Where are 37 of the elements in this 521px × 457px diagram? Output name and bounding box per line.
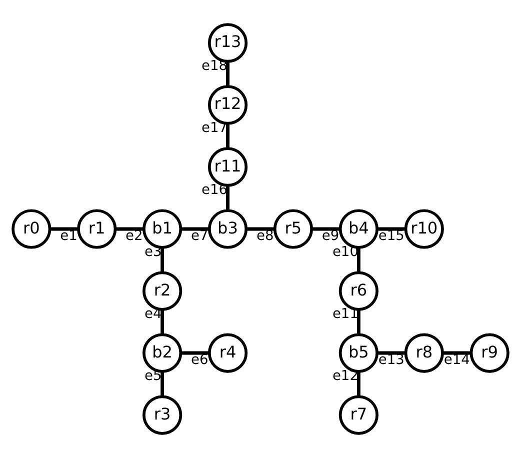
connector — [442, 350, 472, 354]
node-circle: b2 — [142, 332, 182, 372]
node-circle: r9 — [470, 332, 510, 372]
connector — [226, 184, 230, 210]
connector — [312, 226, 340, 230]
connector — [356, 370, 360, 396]
node-circle: r1 — [77, 208, 117, 248]
connector — [226, 60, 230, 86]
node-circle: r7 — [338, 394, 378, 434]
connector — [226, 122, 230, 148]
node-circle: r3 — [142, 394, 182, 434]
edge-label: e6 — [191, 352, 208, 368]
node-circle: r0 — [12, 208, 52, 248]
connector — [356, 246, 360, 272]
connector — [377, 226, 406, 230]
connector — [180, 350, 210, 354]
node-circle: b3 — [208, 208, 248, 248]
edge-label: e2 — [126, 228, 143, 244]
connector — [160, 308, 164, 334]
edge-label: e14 — [444, 352, 470, 368]
connector — [160, 370, 164, 396]
connector — [160, 246, 164, 272]
connector — [180, 226, 210, 230]
node-circle: b1 — [142, 208, 182, 248]
connector — [377, 350, 406, 354]
node-circle: r8 — [404, 332, 444, 372]
edge-label: e9 — [322, 228, 340, 244]
node-circle: r2 — [142, 270, 182, 310]
connector — [115, 226, 144, 230]
edge-label: e8 — [256, 228, 274, 244]
edge-label: e1 — [60, 228, 78, 244]
connector — [356, 308, 360, 334]
node-circle: r4 — [208, 332, 248, 372]
connector — [246, 226, 275, 230]
node-circle: r5 — [273, 208, 314, 248]
connector — [50, 226, 78, 230]
node-circle: r10 — [404, 208, 444, 248]
